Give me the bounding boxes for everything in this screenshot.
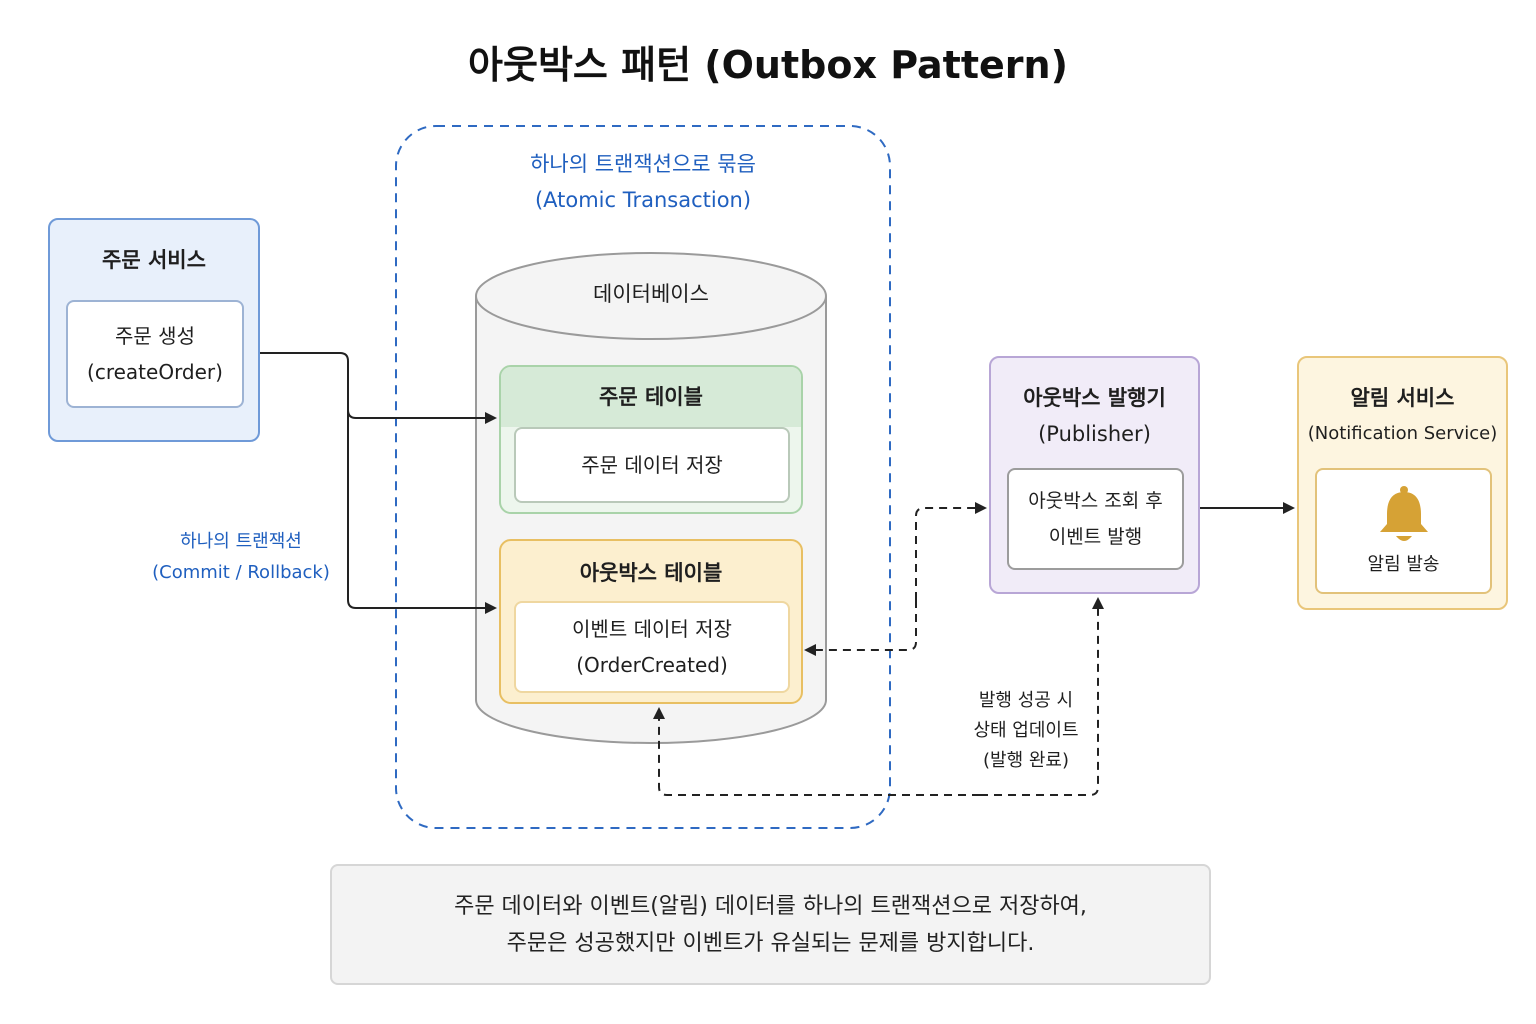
outbox-table-inner-line1: 이벤트 데이터 저장: [572, 617, 732, 641]
status-update-line3: (발행 완료): [982, 750, 1069, 771]
publisher-inner-line1: 아웃박스 조회 후: [1028, 490, 1163, 512]
arrow-create-to-outbox-table: [347, 410, 497, 614]
outbox-table: 아웃박스 테이블 이벤트 데이터 저장 (OrderCreated): [499, 539, 803, 704]
order-service-box: 주문 서비스 주문 생성 (createOrder): [48, 218, 260, 442]
outbox-table-title: 아웃박스 테이블: [579, 561, 723, 585]
transaction-group-label-line1: 하나의 트랜잭션으로 묶음: [530, 152, 756, 176]
footer-note: 주문 데이터와 이벤트(알림) 데이터를 하나의 트랜잭션으로 저장하여, 주문…: [330, 864, 1211, 985]
bell-icon: [1379, 486, 1428, 541]
footer-note-line1: 주문 데이터와 이벤트(알림) 데이터를 하나의 트랜잭션으로 저장하여,: [454, 893, 1087, 919]
publisher-title-line2: (Publisher): [1038, 422, 1151, 446]
notification-send-label: 알림 발송: [1367, 554, 1440, 575]
transaction-note-line2: (Commit / Rollback): [152, 562, 330, 583]
arrow-status-update-to-outbox: [653, 707, 980, 796]
notification-title: 알림 서비스 (Notification Service): [1299, 380, 1506, 452]
transaction-boundary: [395, 125, 891, 829]
create-order-label: 주문 생성: [115, 324, 195, 348]
arrow-create-to-order-table: [242, 352, 497, 424]
publisher-inner-line2: 이벤트 발행: [1048, 526, 1143, 548]
notification-title-line2: (Notification Service): [1307, 423, 1498, 444]
publisher-title-line1: 아웃박스 발행기: [1023, 386, 1166, 410]
transaction-group-label-line2: (Atomic Transaction): [534, 188, 752, 212]
status-update-note: 발행 성공 시 상태 업데이트 (발행 완료): [946, 686, 1106, 776]
arrow-status-update-to-publisher: [980, 597, 1104, 796]
arrow-publisher-reads-outbox: [915, 502, 987, 600]
status-update-line1: 발행 성공 시: [978, 690, 1074, 711]
transaction-note-line1: 하나의 트랜잭션: [180, 531, 302, 552]
transaction-note: 하나의 트랜잭션 (Commit / Rollback): [136, 526, 346, 588]
page-title: 아웃박스 패턴 (Outbox Pattern): [468, 43, 1068, 87]
outbox-publisher-box: 아웃박스 발행기 (Publisher) 아웃박스 조회 후 이벤트 발행: [989, 356, 1200, 594]
footer-note-line2: 주문은 성공했지만 이벤트가 유실되는 문제를 방지합니다.: [506, 930, 1035, 956]
publisher-title: 아웃박스 발행기 (Publisher): [991, 380, 1198, 452]
arrow-outbox-fetch: [804, 600, 917, 656]
publisher-inner: 아웃박스 조회 후 이벤트 발행: [1007, 468, 1184, 570]
transaction-group-label: 하나의 트랜잭션으로 묶음 (Atomic Transaction): [396, 146, 890, 218]
database-title: 데이터베이스: [593, 282, 709, 306]
order-table: 주문 테이블 주문 데이터 저장: [499, 365, 803, 514]
outbox-table-inner: 이벤트 데이터 저장 (OrderCreated): [514, 601, 790, 693]
order-service-title: 주문 서비스: [102, 248, 206, 272]
order-table-header: [501, 367, 801, 427]
create-order-method: (createOrder): [87, 360, 223, 384]
outbox-table-inner-line2: (OrderCreated): [576, 653, 728, 677]
order-table-inner-label: 주문 데이터 저장: [581, 453, 723, 477]
order-table-inner: 주문 데이터 저장: [514, 427, 790, 503]
status-update-line2: 상태 업데이트: [973, 720, 1079, 741]
notification-inner: 알림 발송: [1315, 468, 1492, 594]
create-order-box: 주문 생성 (createOrder): [66, 300, 244, 408]
order-table-title: 주문 테이블: [599, 385, 703, 409]
notification-title-line1: 알림 서비스: [1350, 386, 1455, 410]
notification-service-box: 알림 서비스 (Notification Service) 알림 발송: [1297, 356, 1508, 610]
